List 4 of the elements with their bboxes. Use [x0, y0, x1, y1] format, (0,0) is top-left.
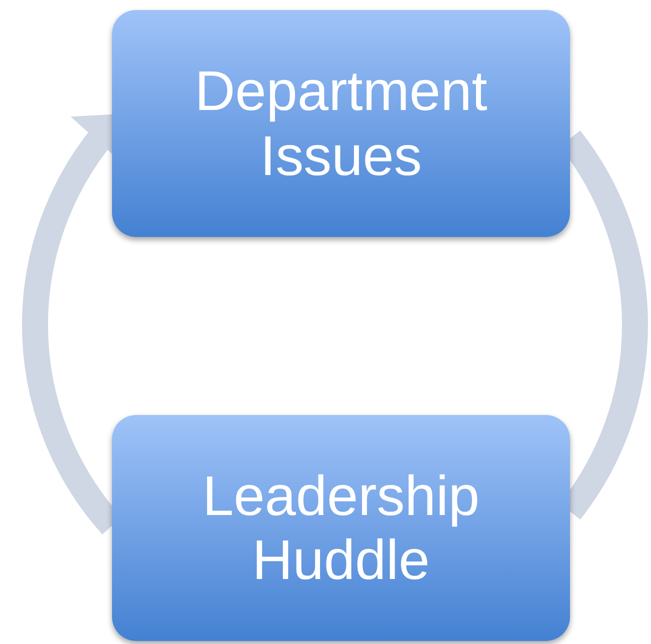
- box-label: Leadership Huddle: [201, 464, 481, 592]
- box-label: Department Issues: [194, 59, 488, 188]
- process-box: [112, 415, 570, 641]
- process-box: [112, 10, 570, 237]
